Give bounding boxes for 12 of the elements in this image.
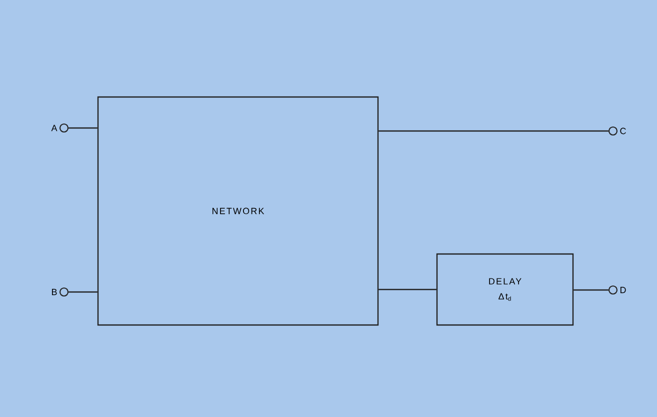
connector-line xyxy=(68,291,98,293)
connector-line xyxy=(378,130,608,132)
delay-box: DELAY Δt$_{d}$ xyxy=(436,253,574,326)
terminal-label: D xyxy=(620,286,626,294)
connector-line xyxy=(378,288,436,290)
connector-line xyxy=(68,127,98,129)
terminal-circle xyxy=(59,123,69,133)
network-box: NETWORK xyxy=(97,96,379,326)
terminal-label: B xyxy=(52,288,57,296)
terminal-label: C xyxy=(620,128,626,134)
connector-line xyxy=(574,289,608,291)
terminal-label: A xyxy=(51,124,58,132)
